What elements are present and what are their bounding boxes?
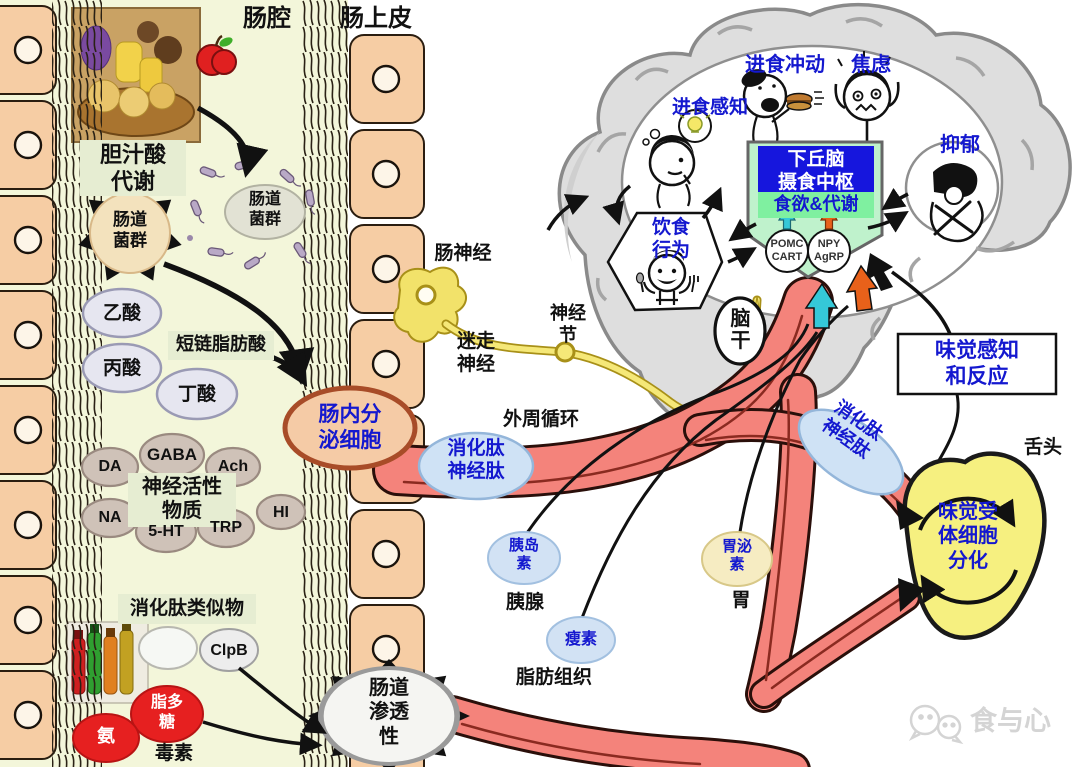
scfa-bubbles	[81, 287, 239, 421]
bile-acid-label: 胆汁酸 代谢	[80, 140, 186, 196]
watermark-text: 食与心	[970, 706, 1051, 736]
peptides1-label: 消化肽 神经肽	[447, 438, 505, 483]
cycle-arrow-bottom	[920, 569, 1018, 605]
person-depression	[929, 163, 984, 243]
lumen-label: 肠腔	[243, 5, 291, 32]
appetite-label: 食欲&代谢	[758, 192, 874, 218]
tongue	[902, 451, 1047, 641]
taste-line-tongue	[936, 393, 960, 463]
nt-na: NA	[98, 509, 122, 526]
cycle-arrow-top	[918, 496, 1016, 531]
nt-ach: Ach	[217, 458, 249, 475]
pomc-label: POMC CART	[770, 238, 804, 264]
apple-icon	[196, 34, 237, 76]
vessel-arrowhead-tongue-lower	[898, 578, 926, 612]
toxins-label: 毒素	[154, 743, 193, 764]
insulin-bubble	[487, 531, 561, 585]
wechat-icon	[908, 704, 964, 745]
person-anxiety	[834, 51, 900, 152]
brainstem-circle	[713, 296, 767, 366]
nt-hi: HI	[273, 504, 289, 521]
cyan-big-arrow	[804, 282, 839, 329]
adipose-label: 脂肪组织	[515, 667, 592, 688]
taste-line-brain	[890, 270, 952, 335]
eec-ellipse	[282, 385, 418, 471]
vagus-nerve-label: 迷走 神经	[456, 331, 495, 376]
person-impulse	[741, 69, 824, 149]
nt-trp: TRP	[210, 519, 242, 536]
leptin-label: 瘦素	[564, 631, 597, 648]
tongue-label: 舌头	[1023, 437, 1062, 458]
ganglion-label: 神经 节	[550, 303, 586, 345]
anxiety-label: 焦虑	[851, 54, 891, 76]
burger-icon	[785, 91, 824, 111]
vessel-arrowhead-tongue-upper	[896, 500, 924, 530]
butyrate-label: 丁酸	[177, 384, 216, 405]
epithelium-right-column	[300, 0, 426, 767]
hypothalamus-label: 下丘脑 摄食中枢	[758, 146, 874, 193]
peptide-analog-cloud	[138, 626, 198, 670]
person-eating-behavior	[635, 250, 699, 305]
gastrin-label: 胃泌 素	[721, 538, 752, 574]
cycle-arrows	[546, 184, 909, 269]
person-perception	[642, 108, 712, 209]
orange-big-arrow	[845, 264, 879, 312]
fork-icon	[689, 275, 699, 293]
eec-label: 肠内分 泌细胞	[318, 403, 382, 452]
microbiota-cloud	[224, 184, 306, 240]
flow-arrows-left	[163, 105, 327, 756]
peptide-analogs-label: 消化肽类似物	[118, 594, 256, 624]
ammonia-label: 氨	[97, 726, 115, 746]
insulin-label: 胰岛 素	[508, 537, 539, 573]
epithelium-label: 肠上皮	[340, 5, 412, 32]
clpb-bubble	[199, 628, 259, 672]
lps-bubble	[130, 685, 204, 743]
gastrin-bubble	[701, 531, 773, 587]
acetate-label: 乙酸	[102, 303, 141, 324]
taste-box-outline	[896, 332, 1058, 396]
pancreas-label: 胰腺	[505, 592, 544, 613]
behavior-label: 饮食 行为	[651, 217, 690, 262]
peptides2-bubble	[797, 408, 905, 496]
propionate-label: 丙酸	[102, 358, 141, 379]
ammonia-bubble	[72, 713, 140, 763]
nt-5ht: 5-HT	[148, 523, 184, 540]
stomach-label: 胃	[731, 590, 751, 611]
scfa-label: 短链脂肪酸	[168, 331, 274, 360]
perception-label: 进食感知	[671, 97, 748, 118]
permeability-label: 肠道 渗透 性	[369, 677, 409, 748]
nt-gaba: GABA	[146, 445, 198, 464]
enteric-nerve-label: 肠神经	[434, 243, 492, 264]
eating-behavior-hexagon	[606, 211, 724, 312]
microvilli-right	[300, 0, 348, 767]
lps-label: 脂多 糖	[150, 694, 183, 731]
microbiota-circle	[78, 180, 182, 281]
leptin-bubble	[546, 616, 616, 664]
taste-arrowhead	[865, 253, 893, 291]
clpb-label: ClpB	[210, 642, 248, 659]
ganglion-node	[554, 341, 576, 363]
microbiota-cloud-label: 肠道 菌群	[248, 191, 281, 228]
npy-label: NPY AgRP	[814, 238, 844, 264]
depression-label: 抑郁	[940, 134, 980, 156]
nt-da: DA	[98, 458, 122, 475]
brainstem-label: 脑 干	[730, 308, 751, 352]
npy-circle	[807, 229, 851, 273]
peripheral-circulation-label: 外周循环	[502, 409, 579, 430]
impulse-label: 进食冲动	[745, 54, 825, 76]
taste-receptor-label: 味觉受 体细胞 分化	[938, 501, 998, 572]
brain-gyri	[595, 17, 1035, 409]
spoon-icon	[635, 272, 645, 284]
neuroactive-label: 神经活性 物质	[128, 473, 236, 527]
taste-box-label: 味觉感知 和反应	[935, 339, 1019, 388]
peptides1-bubble	[417, 431, 535, 501]
microbiota-circle-label: 肠道 菌群	[113, 210, 147, 250]
permeability-ellipse	[308, 659, 470, 767]
lightbulb-icon	[687, 116, 703, 132]
